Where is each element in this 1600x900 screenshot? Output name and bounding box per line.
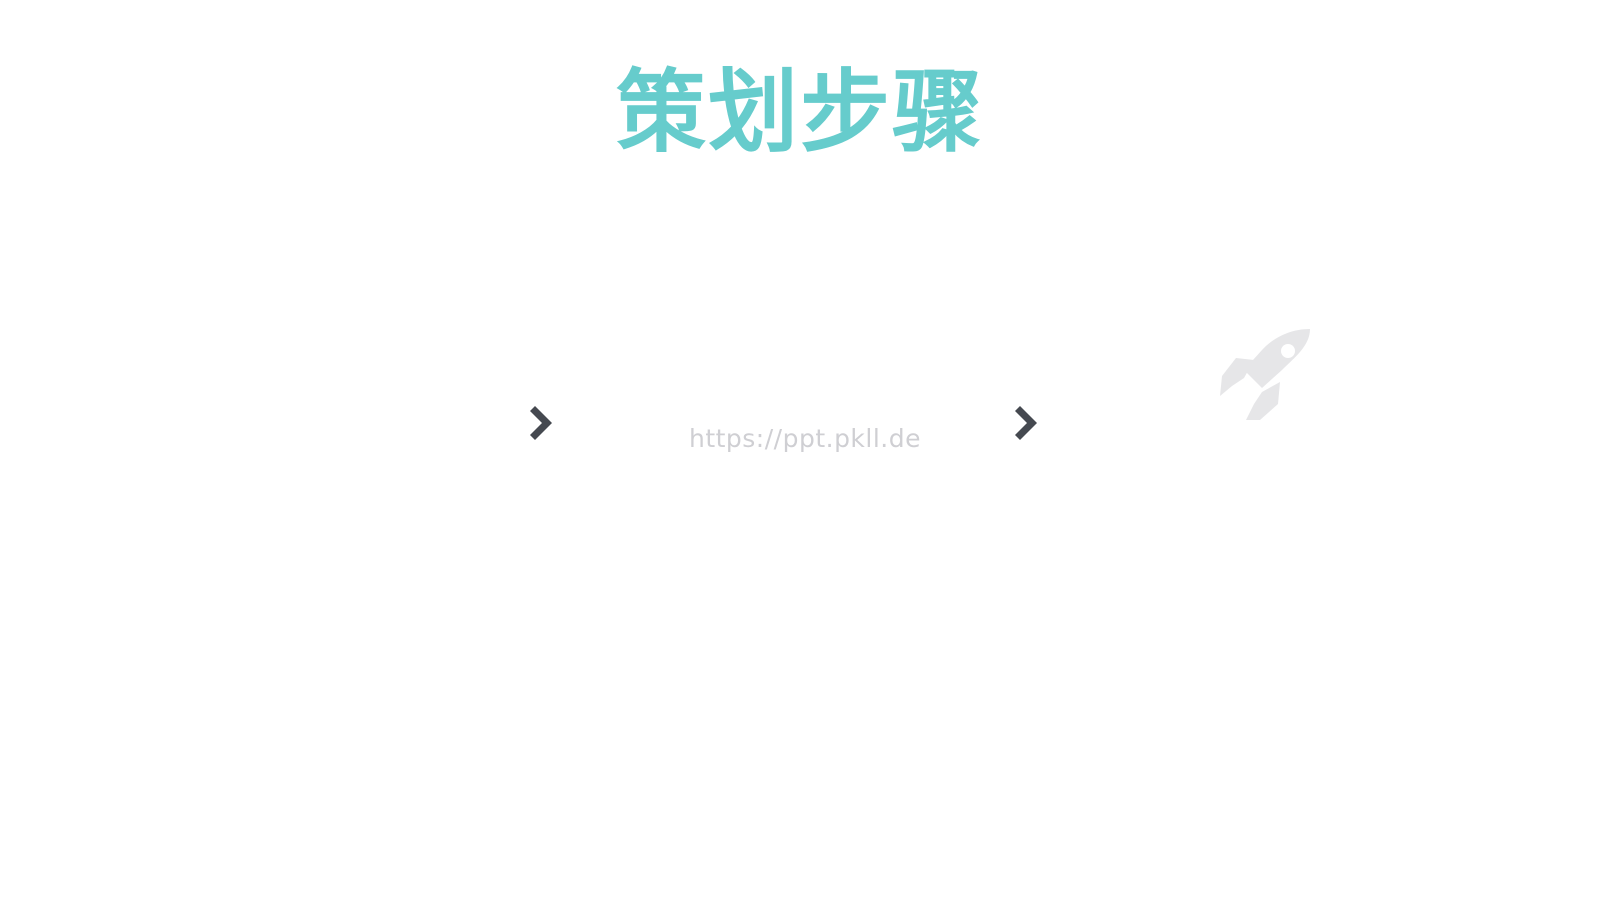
- chevron-right-icon: [1015, 406, 1037, 440]
- rocket-icon: [1220, 329, 1310, 420]
- watermark-url: https://ppt.pkll.de: [688, 424, 922, 453]
- chevron-right-icon: [530, 406, 552, 440]
- page-title: 策划步骤: [616, 60, 984, 165]
